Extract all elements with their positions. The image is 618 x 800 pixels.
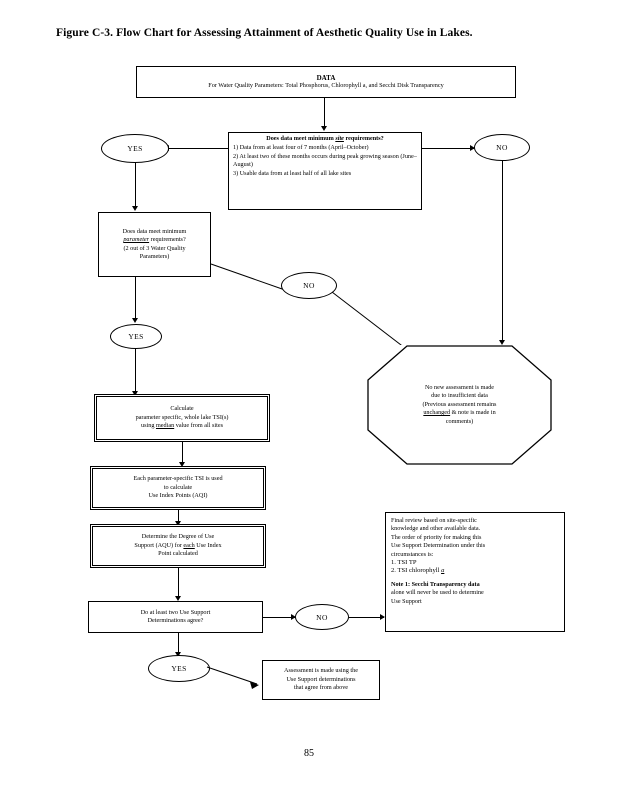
degree-of-support-line-2: Support (AQU) for each Use Index bbox=[134, 541, 222, 549]
degree-of-support-line-1: Determine the Degree of Use bbox=[141, 533, 215, 541]
connector-data-to-site bbox=[324, 98, 325, 128]
arrow-index-to-degree bbox=[175, 521, 181, 526]
agreement-question-line-2: Determinations agree? bbox=[147, 617, 204, 624]
connector-yes-agreement-to-assessment bbox=[206, 666, 259, 689]
arrow-agreement-to-no bbox=[291, 614, 296, 620]
no-new-assessment-line-2: due to insufficient data bbox=[431, 392, 488, 400]
final-review-item-2: 2. TSI chlorophyll a bbox=[391, 567, 445, 575]
connector-no-agreement-to-final bbox=[349, 617, 384, 618]
arrow-no-site-to-octagon bbox=[499, 340, 505, 345]
arrow-degree-to-agreement bbox=[175, 596, 181, 601]
final-review-note-line-3: Use Support bbox=[391, 597, 422, 605]
arrow-parameter-to-yes bbox=[132, 318, 138, 323]
calculate-tsi-line-3: using median value from all sites bbox=[141, 422, 223, 430]
node-agreement-question: Do at least two Use Support Determinatio… bbox=[88, 601, 263, 633]
data-box-body: For Water Quality Parameters: Total Phos… bbox=[208, 82, 444, 89]
oval-yes-site: YES bbox=[101, 134, 169, 163]
oval-no-site: NO bbox=[474, 134, 530, 161]
connector-agreement-to-yes bbox=[178, 633, 179, 655]
final-review-line-1: Final review based on site-specific bbox=[391, 517, 477, 524]
oval-yes-agreement: YES bbox=[148, 655, 210, 682]
use-index-points-line-3: Use Index Points (AQI) bbox=[148, 492, 208, 500]
node-parameter-requirements: Does data meet minimum parameter require… bbox=[98, 212, 211, 277]
connector-no-site-down bbox=[502, 161, 503, 343]
final-review-note-line-2: alone will never be used to determine bbox=[391, 589, 484, 597]
no-new-assessment-line-1: No new assessment is made bbox=[424, 383, 495, 391]
connector-parameter-to-no bbox=[210, 263, 286, 291]
final-review-line-3: The order of priority for making this bbox=[391, 533, 482, 541]
node-calculate-tsi: Calculate parameter specific, whole lake… bbox=[94, 394, 270, 442]
arrow-no-agreement-to-final bbox=[380, 614, 385, 620]
node-data-box: DATA For Water Quality Parameters: Total… bbox=[136, 66, 516, 98]
use-index-points-line-2: to calculate bbox=[163, 483, 193, 491]
degree-of-support-line-3: Point calculated bbox=[158, 550, 198, 558]
site-requirements-question: Does data meet minimum site requirements… bbox=[266, 135, 384, 142]
final-review-item-1: 1. TSI TP bbox=[391, 559, 417, 567]
use-index-points-line-1: Each parameter-specific TSI is used bbox=[133, 475, 223, 483]
node-assessment-made: Assessment is made using the Use Support… bbox=[262, 660, 380, 700]
node-no-new-assessment: No new assessment is made due to insuffi… bbox=[367, 345, 552, 465]
arrow-yes-parameter-to-calculate bbox=[132, 391, 138, 396]
arrow-data-to-site bbox=[321, 126, 327, 131]
page-number: 85 bbox=[304, 748, 314, 759]
site-requirements-item-2: 2) At least two of these months occurs d… bbox=[233, 152, 417, 169]
parameter-requirements-line-3: (2 out of 3 Water Quality bbox=[123, 244, 186, 252]
no-new-assessment-line-4: unchanged & note is made in bbox=[423, 409, 496, 417]
parameter-requirements-line-4: Parameters) bbox=[139, 252, 170, 260]
final-review-note-line-1: Note 1: Secchi Transparency data bbox=[391, 580, 480, 588]
connector-site-to-no bbox=[422, 148, 474, 149]
no-new-assessment-line-3: (Previous assessment remains bbox=[422, 400, 497, 408]
site-requirements-item-3: 3) Usable data from at least half of all… bbox=[233, 169, 352, 177]
octagon-outline bbox=[367, 345, 552, 465]
connector-calculate-to-index bbox=[182, 442, 183, 464]
assessment-made-line-2: Use Support determinations bbox=[286, 675, 356, 683]
agreement-question-line-1: Do at least two Use Support bbox=[140, 608, 211, 616]
site-requirements-item-1: 1) Data from at least four of 7 months (… bbox=[233, 144, 369, 152]
connector-parameter-to-yes bbox=[135, 277, 136, 320]
parameter-requirements-line-1: Does data meet minimum bbox=[122, 227, 187, 235]
page-title: Figure C-3. Flow Chart for Assessing Att… bbox=[56, 27, 473, 39]
connector-agreement-to-no bbox=[263, 617, 295, 618]
parameter-requirements-line-2: parameter requirements? bbox=[123, 236, 186, 244]
calculate-tsi-line-2: parameter specific, whole lake TSI(s) bbox=[135, 413, 229, 421]
assessment-made-line-1: Assessment is made using the bbox=[284, 667, 358, 675]
connector-yes-site-down bbox=[135, 163, 136, 208]
oval-yes-parameter: YES bbox=[110, 324, 162, 349]
node-site-requirements: Does data meet minimum site requirements… bbox=[228, 132, 422, 210]
data-box-heading: DATA bbox=[316, 73, 336, 82]
connector-degree-to-agreement bbox=[178, 568, 179, 598]
no-new-assessment-line-5: comments) bbox=[445, 417, 474, 425]
calculate-tsi-line-1: Calculate bbox=[170, 405, 194, 413]
arrow-calculate-to-index bbox=[179, 462, 185, 467]
assessment-made-line-3: that agree from above bbox=[293, 684, 349, 692]
node-final-review: Final review based on site-specific know… bbox=[385, 512, 565, 632]
arrow-site-to-no bbox=[470, 145, 475, 151]
oval-no-parameter: NO bbox=[281, 272, 337, 299]
final-review-line-2: knowledge and other available data. bbox=[391, 525, 481, 533]
connector-yes-parameter-down bbox=[135, 349, 136, 393]
final-review-line-4: Use Support Determination under this bbox=[391, 542, 486, 550]
node-use-index-points: Each parameter-specific TSI is used to c… bbox=[90, 466, 266, 510]
connector-index-to-degree bbox=[178, 510, 179, 524]
oval-no-agreement: NO bbox=[295, 604, 349, 630]
arrow-yes-site-to-parameter bbox=[132, 206, 138, 211]
connector-site-to-yes bbox=[168, 148, 228, 149]
final-review-line-5: circumstances is: bbox=[391, 550, 434, 558]
node-degree-of-support: Determine the Degree of Use Support (AQU… bbox=[90, 524, 266, 568]
